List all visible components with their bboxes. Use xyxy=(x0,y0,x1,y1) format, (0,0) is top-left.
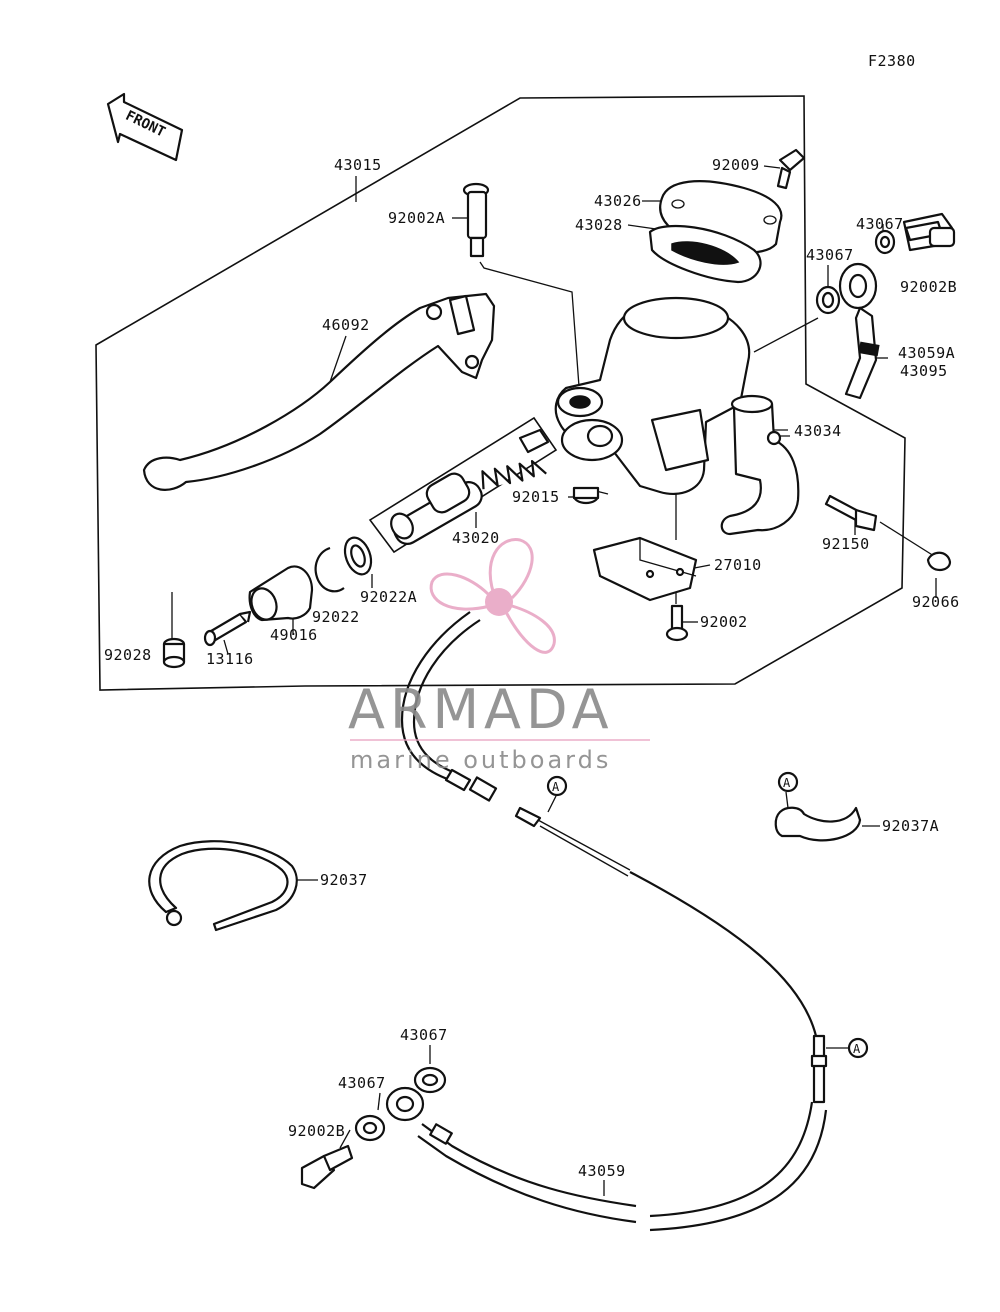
ref-marker-a-2: A xyxy=(777,771,799,793)
label-43067-b: 43067 xyxy=(856,215,904,233)
washer-43067-a xyxy=(815,285,841,315)
label-43059A: 43059A xyxy=(898,344,955,362)
label-43067-c: 43067 xyxy=(400,1026,448,1044)
ref-marker-a-3: A xyxy=(826,1037,869,1059)
part-labels: 43015 92009 43026 92002A 43028 43067 430… xyxy=(104,156,960,1180)
label-92022: 92022 xyxy=(312,608,360,626)
label-92009: 92009 xyxy=(712,156,760,174)
piston-kit-43020 xyxy=(368,416,558,554)
label-92022A: 92022A xyxy=(360,588,417,606)
svg-text:A: A xyxy=(552,780,560,794)
svg-text:A: A xyxy=(783,776,791,790)
label-43026: 43026 xyxy=(594,192,642,210)
label-92002B-top: 92002B xyxy=(900,278,957,296)
label-92028: 92028 xyxy=(104,646,152,664)
label-92037A: 92037A xyxy=(882,817,939,835)
bolt-92150 xyxy=(824,494,878,532)
banjo-bolt-92002B-top xyxy=(902,212,956,252)
label-43067-d: 43067 xyxy=(338,1074,386,1092)
label-92066: 92066 xyxy=(912,593,960,611)
label-46092: 46092 xyxy=(322,316,370,334)
cap-92028 xyxy=(162,637,186,669)
label-92002B-bottom: 92002B xyxy=(288,1122,345,1140)
circlip-92022 xyxy=(314,546,345,593)
washer-43067-d xyxy=(354,1114,386,1142)
boot-49016 xyxy=(248,565,314,622)
watermark-logo: ARMADA marine outboards xyxy=(348,538,650,774)
label-92037: 92037 xyxy=(320,871,368,889)
screw-92002 xyxy=(665,604,689,642)
switch-27010 xyxy=(592,536,698,602)
label-13116: 13116 xyxy=(206,650,254,668)
assembly-frame xyxy=(95,95,906,691)
label-92002A: 92002A xyxy=(388,209,445,227)
band-92037 xyxy=(148,840,298,932)
label-43034: 43034 xyxy=(794,422,842,440)
push-rod-13116 xyxy=(203,610,252,647)
brand-tagline: marine outboards xyxy=(350,746,611,774)
propeller-icon xyxy=(429,538,556,654)
label-27010: 27010 xyxy=(714,556,762,574)
cap-screw-92009 xyxy=(776,148,806,190)
washer-43067-b xyxy=(874,229,896,255)
brand-name: ARMADA xyxy=(348,678,614,741)
label-43028: 43028 xyxy=(575,216,623,234)
lever-46092 xyxy=(142,292,496,491)
label-49016: 49016 xyxy=(270,626,318,644)
svg-text:A: A xyxy=(853,1042,861,1056)
banjo-fitting xyxy=(838,262,880,400)
seal-92022A xyxy=(343,536,373,576)
label-92002: 92002 xyxy=(700,613,748,631)
spring-icon xyxy=(481,460,547,490)
banjo-fitting-lower xyxy=(385,1086,425,1122)
front-arrow-icon: FRONT xyxy=(106,92,184,162)
label-43020: 43020 xyxy=(452,529,500,547)
label-92150: 92150 xyxy=(822,535,870,553)
clutch-cable xyxy=(400,611,828,1232)
clip-92037A xyxy=(774,791,862,842)
ref-marker-a-1: A xyxy=(546,775,568,813)
label-43067-a: 43067 xyxy=(806,246,854,264)
label-43095: 43095 xyxy=(900,362,948,380)
pivot-bolt-92002A xyxy=(462,182,490,258)
hose-43059 xyxy=(417,1123,637,1224)
banjo-bolt-92002B-bottom xyxy=(300,1144,354,1190)
cap-92066 xyxy=(926,551,952,572)
label-43059: 43059 xyxy=(578,1162,626,1180)
master-cylinder-body xyxy=(554,296,751,496)
diaphragm-43028 xyxy=(648,224,762,284)
clamp-43034 xyxy=(720,394,800,536)
washer-43067-c xyxy=(413,1066,447,1094)
label-43015: 43015 xyxy=(334,156,382,174)
nut-92015 xyxy=(572,486,600,505)
figure-id: F2380 xyxy=(868,52,916,70)
label-92015: 92015 xyxy=(512,488,560,506)
